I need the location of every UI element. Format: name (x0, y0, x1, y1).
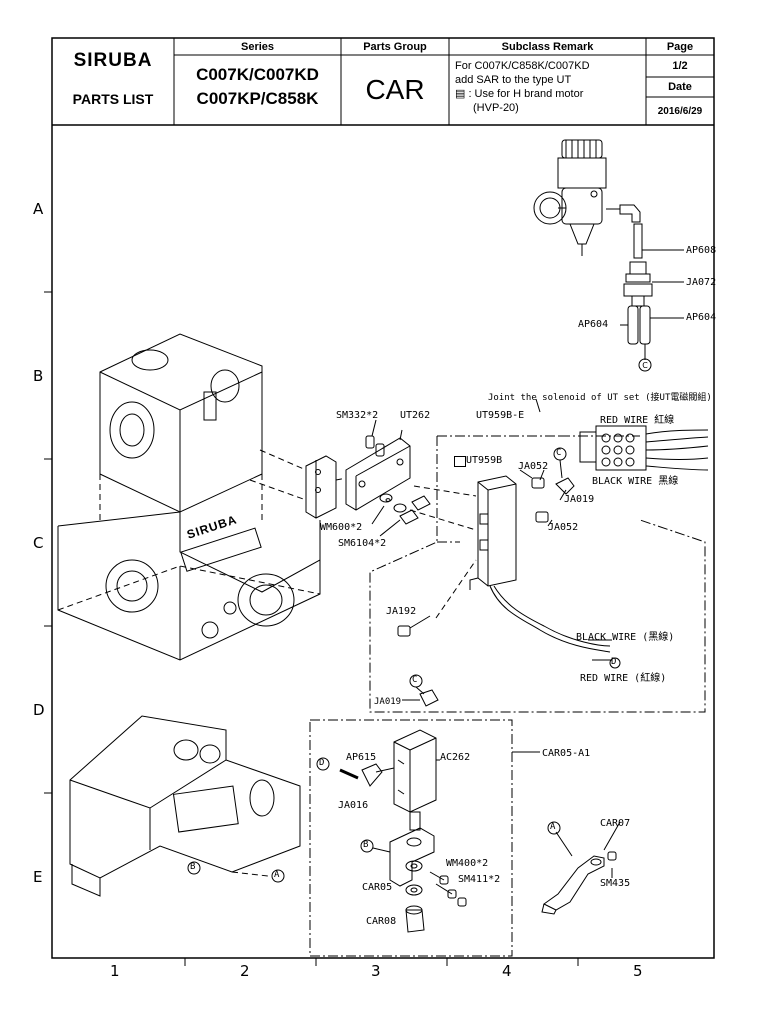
hirose-box-icon (454, 456, 466, 467)
callout-c-low-letter: C (412, 675, 418, 685)
part-label-ja019-low: JA019 (374, 697, 402, 707)
part-label-sm411: SM411*2 (458, 874, 501, 885)
grid-col-2: 2 (240, 962, 250, 980)
part-label-black-wire-low: BLACK WIRE (黑線) (576, 632, 675, 643)
series-line-2: C007KP/C858K (196, 89, 319, 108)
callout-d-cylinder-letter: D (319, 758, 325, 768)
part-label-sm6104: SM6104*2 (338, 538, 387, 549)
grid-col-4: 4 (502, 962, 512, 980)
part-label-black-wire-top: BLACK WIRE 黑線 (592, 476, 679, 487)
part-label-red-wire-low: RED WIRE (紅線) (580, 673, 667, 684)
part-label-ut959b-e: UT959B-E (476, 410, 525, 421)
part-label-car05: CAR05 (362, 882, 393, 893)
grid-row-d: D (33, 701, 45, 719)
remark-line-2: add SAR to the type UT (455, 74, 572, 86)
grid-row-e: E (33, 868, 43, 886)
part-label-car08: CAR08 (366, 916, 397, 927)
callout-d-wire-letter: D (611, 657, 617, 667)
parts-group-value: CAR (365, 74, 425, 105)
remark-line-1: For C007K/C858K/C007KD (455, 60, 590, 72)
doc-type-title: PARTS LIST (72, 91, 154, 107)
date-label: Date (668, 81, 692, 93)
callout-a-base-letter: A (274, 870, 280, 880)
part-label-ap608: AP608 (686, 245, 717, 256)
part-label-ja052-top: JA052 (518, 461, 549, 472)
remark-line-4: (HVP-20) (473, 102, 519, 114)
part-label-wm400: WM400*2 (446, 858, 489, 869)
part-label-car05-a1: CAR05-A1 (542, 748, 591, 759)
subclass-remark: For C007K/C858K/C007KD add SAR to the ty… (455, 59, 590, 115)
part-label-ut959b: UT959B (466, 455, 503, 466)
siruba-logo: SIRUBA (73, 50, 153, 71)
parts-group-label: Parts Group (363, 40, 427, 53)
callout-a-lever-letter: A (550, 822, 556, 832)
callout-b-bracket-letter: B (363, 840, 369, 850)
grid-row-c: C (33, 534, 44, 552)
part-label-ap604-left: AP604 (578, 319, 609, 330)
part-label-ut262: UT262 (400, 410, 431, 421)
grid-col-3: 3 (371, 962, 381, 980)
page-label: Page (666, 40, 694, 53)
part-label-ja052-mid: JA052 (548, 522, 579, 533)
part-label-wm600: WM600*2 (320, 522, 363, 533)
callout-c-mid-letter: C (556, 448, 562, 458)
subclass-label: Subclass Remark (501, 40, 594, 53)
part-label-car07: CAR07 (600, 818, 631, 829)
part-label-ja192: JA192 (386, 606, 417, 617)
grid-row-b: B (33, 367, 44, 385)
page-value: 1/2 (672, 60, 688, 72)
part-label-sm332: SM332*2 (336, 410, 379, 421)
series-line-1: C007K/C007KD (196, 65, 319, 84)
part-label-ja072: JA072 (686, 277, 717, 288)
grid-col-1: 1 (110, 962, 120, 980)
part-label-sm435: SM435 (600, 878, 631, 889)
grid-row-a: A (33, 200, 44, 218)
grid-col-5: 5 (633, 962, 643, 980)
date-value: 2016/6/29 (657, 105, 703, 117)
callout-b-base-letter: B (190, 862, 196, 872)
series-label: Series (240, 40, 275, 53)
part-label-red-wire-top: RED WIRE 紅線 (600, 415, 675, 426)
part-label-ap615: AP615 (346, 752, 377, 763)
part-label-ap604-right: AP604 (686, 312, 717, 323)
part-label-ja019-top: JA019 (564, 494, 595, 505)
part-label-ac262: AC262 (440, 752, 471, 763)
remark-line-3: ▤ : Use for H brand motor (455, 88, 584, 100)
joint-solenoid-note: Joint the solenoid of UT set (接UT電磁閥組) (488, 393, 712, 403)
part-label-ja016: JA016 (338, 800, 369, 811)
